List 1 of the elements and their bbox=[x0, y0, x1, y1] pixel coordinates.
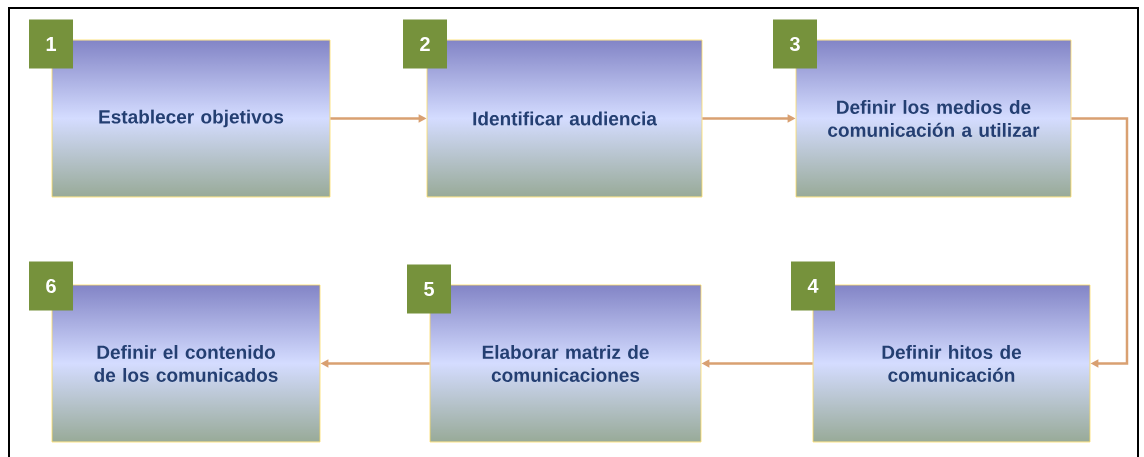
arrow bbox=[1071, 117, 1129, 368]
